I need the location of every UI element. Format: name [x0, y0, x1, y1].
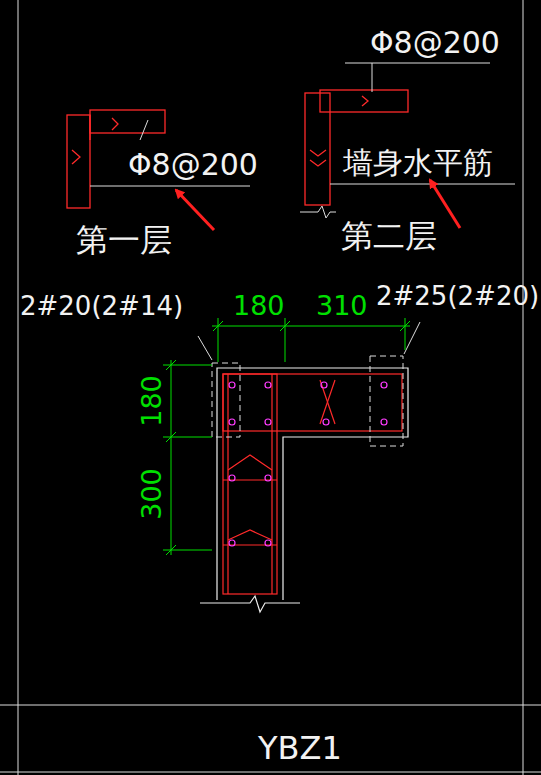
stirrup-spec: Φ8@200: [370, 26, 500, 61]
dimension-text: 310: [316, 290, 368, 321]
component-name: YBZ1: [258, 730, 342, 767]
layer-label: 第一层: [76, 222, 172, 259]
rebar-spec: 2#20(2#14): [20, 292, 183, 322]
rebar-note: 墙身水平筋: [343, 146, 493, 181]
layer-label: 第二层: [341, 218, 437, 255]
dimension-text: 180: [233, 290, 285, 321]
dimension-text: 180: [136, 375, 167, 427]
rebar-spec: 2#25(2#20): [376, 282, 539, 312]
dimension-text: 300: [136, 468, 167, 520]
stirrup-spec: Φ8@200: [128, 148, 258, 183]
